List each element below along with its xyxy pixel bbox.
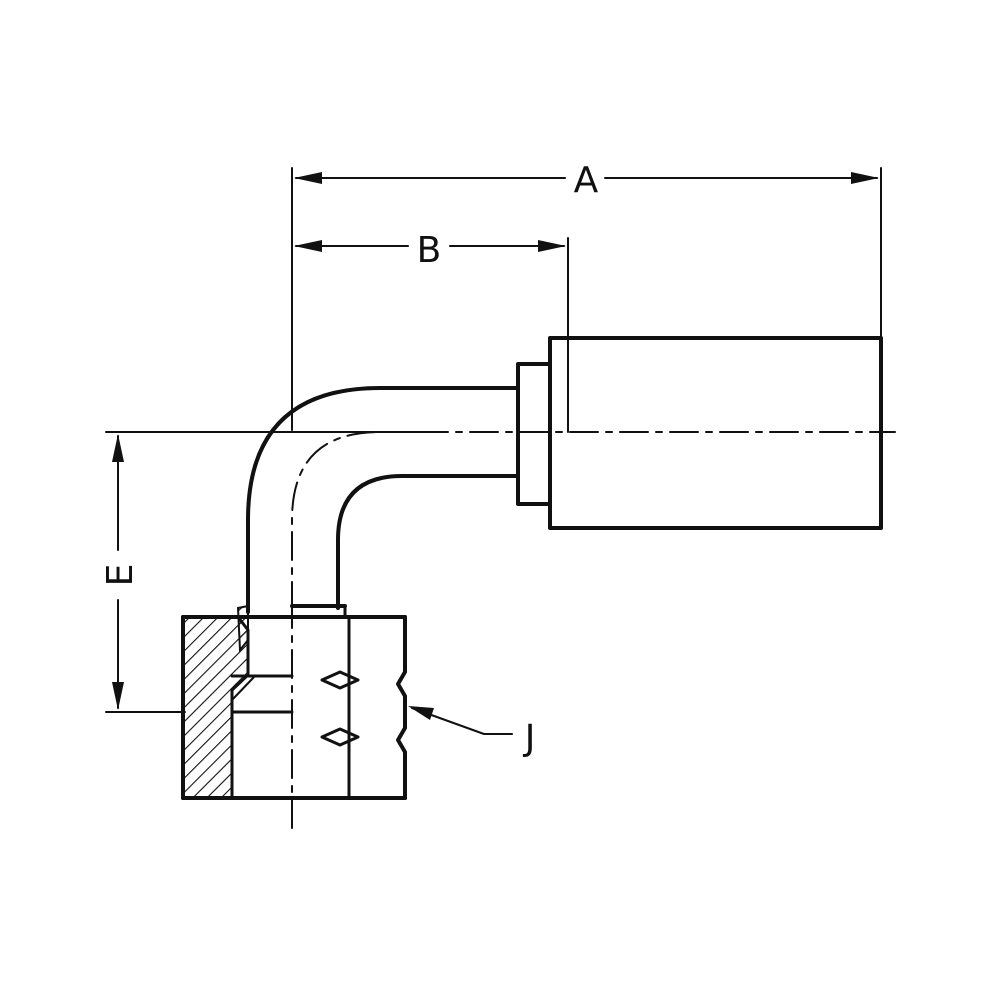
nut-section-hatch bbox=[181, 615, 250, 800]
tube-outer-wall bbox=[246, 386, 520, 614]
dimension-b-left-arrow bbox=[294, 240, 322, 252]
dimension-e-label: E bbox=[100, 564, 141, 587]
leader-j-arrow bbox=[408, 706, 434, 720]
dimension-e-top-arrow bbox=[112, 434, 124, 462]
tube-collar bbox=[516, 362, 552, 506]
dimension-e: E bbox=[100, 431, 421, 713]
ferrule bbox=[548, 336, 883, 530]
ferrule-body bbox=[548, 336, 883, 530]
dimension-a-right-arrow bbox=[851, 172, 879, 184]
dimension-b-right-arrow bbox=[538, 240, 566, 252]
leader-j: J bbox=[408, 706, 535, 759]
dimension-a: A bbox=[291, 160, 882, 431]
centerlines bbox=[291, 431, 896, 829]
dimension-a-left-arrow bbox=[294, 172, 322, 184]
nut-right-edge bbox=[396, 615, 407, 800]
bend-centerline bbox=[291, 431, 381, 611]
leader-j-label: J bbox=[523, 718, 536, 759]
nut-hex-corner-upper bbox=[320, 670, 360, 690]
nut-hex-corner-lower bbox=[320, 727, 360, 747]
swivel-nut bbox=[181, 604, 407, 800]
dimension-b: B bbox=[294, 230, 569, 433]
dimension-e-bottom-arrow bbox=[112, 682, 124, 710]
dimension-b-label: B bbox=[417, 230, 442, 271]
nut-bore-chamfer bbox=[231, 675, 256, 701]
tube-inner-wall bbox=[336, 474, 520, 610]
dimension-a-label: A bbox=[574, 160, 599, 201]
nut-seat-hatch bbox=[236, 604, 249, 653]
bent-tube bbox=[246, 386, 520, 614]
